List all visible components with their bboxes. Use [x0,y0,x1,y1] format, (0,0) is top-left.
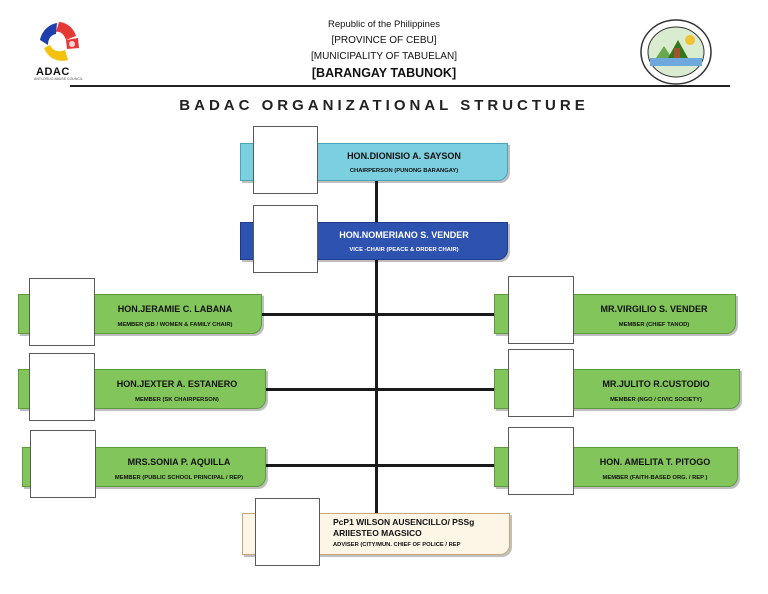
header-republic: Republic of the Philippines [328,19,440,30]
page-title: BADAC ORGANIZATIONAL STRUCTURE [179,97,589,114]
chairperson-role: CHAIRPERSON (PUNONG BARANGAY) [349,168,459,174]
adviser-name-line2: ARIIESTEO MAGSICO [333,528,422,538]
member-role: MEMBER (NGO / CIVIC SOCIETY) [610,397,702,403]
adac-logo-text: ADAC [36,66,70,78]
member-photo [508,276,574,344]
member-photo [508,427,574,495]
member-role: MEMBER (CHIEF TANOD) [618,322,690,328]
header-province: [PROVINCE OF CEBU] [331,35,437,46]
barangay-seal [638,18,714,86]
vice-chair-photo [253,205,318,273]
chairperson-photo [253,126,318,194]
member-name: MR.JULITO R.CUSTODIO [602,379,710,389]
member-photo [29,353,95,421]
adviser-role: ADVISER (CITY/MUN. CHIEF OF POLICE / REP [333,542,461,548]
trunk-connector [375,172,378,517]
member-photo [29,278,95,346]
adviser-photo [255,498,320,566]
adviser-name-line1: PcP1 WILSON AUSENCILLO/ PSSg [333,517,475,527]
adac-logo [30,18,88,76]
member-role: MEMBER (SB / WOMEN & FAMILY CHAIR) [117,322,233,328]
member-name: MR.VIRGILIO S. VENDER [600,304,708,314]
member-name: HON.JERAMIE C. LABANA [117,304,233,314]
chairperson-name: HON.DIONISIO A. SAYSON [347,151,461,161]
member-role: MEMBER (PUBLIC SCHOOL PRINCIPAL / REP) [114,475,244,481]
vice-chair-role: VICE -CHAIR (PEACE & ORDER CHAIR) [349,247,459,253]
member-name: HON.JEXTER A. ESTANERO [116,379,238,389]
header-municipality: [MUNICIPALITY OF TABUELAN] [311,51,457,62]
member-name: MRS.SONIA P. AQUILLA [127,457,231,467]
member-photo [508,349,574,417]
row3-connector [266,464,494,467]
member-photo [30,430,96,498]
member-role: MEMBER (SK CHAIRPERSON) [135,397,219,403]
member-name: HON. AMELITA T. PITOGO [599,457,711,467]
row2-connector [266,388,494,391]
adac-logo-subtext: ANTI-DRUG ABUSE COUNCIL [34,77,83,81]
row1-connector [262,313,494,316]
header-rule [70,85,730,87]
vice-chair-name: HON.NOMERIANO S. VENDER [339,230,469,240]
member-role: MEMBER (FAITH-BASED ORG. / REP ) [602,475,708,481]
header-barangay: [BARANGAY TABUNOK] [311,66,457,80]
